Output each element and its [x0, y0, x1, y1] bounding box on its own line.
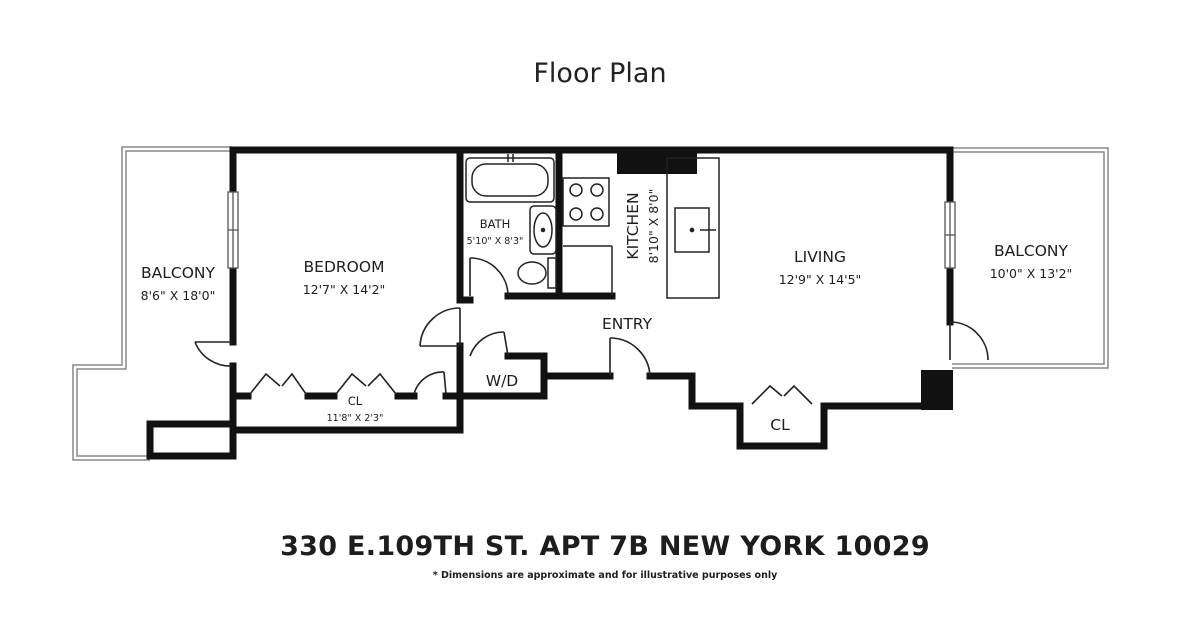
- page-title: Floor Plan: [533, 58, 667, 89]
- address: 330 E.109TH ST. APT 7B NEW YORK 10029: [280, 531, 930, 562]
- room-dimensions: 5'10" X 8'3": [467, 236, 524, 247]
- room-dimensions: 11'8" X 2'3": [327, 413, 384, 424]
- kitchen-fixtures: [562, 157, 720, 299]
- room-closet-bedroom: CL 11'8" X 2'3": [327, 394, 384, 424]
- chimney-block: [617, 150, 697, 174]
- room-name: CL: [348, 394, 363, 408]
- walls: [146, 146, 954, 460]
- room-balcony-left: BALCONY 8'6" X 18'0": [141, 264, 216, 303]
- room-wd: W/D: [486, 372, 519, 390]
- windows: [227, 191, 956, 269]
- room-name: BEDROOM: [304, 258, 385, 276]
- room-name: ENTRY: [602, 315, 653, 333]
- room-name: W/D: [486, 372, 519, 390]
- disclaimer: * Dimensions are approximate and for ill…: [432, 570, 778, 581]
- room-kitchen: KITCHEN 8'10" X 8'0": [624, 189, 661, 264]
- room-name: BATH: [480, 217, 511, 231]
- doors: [194, 257, 989, 405]
- balcony-left-outline: [72, 146, 232, 461]
- room-dimensions: 8'6" X 18'0": [141, 288, 216, 303]
- room-balcony-right: BALCONY 10'0" X 13'2": [990, 242, 1073, 281]
- room-dimensions: 10'0" X 13'2": [990, 266, 1073, 281]
- room-name: BALCONY: [141, 264, 215, 282]
- bath-fixtures: [465, 154, 557, 289]
- room-dimensions: 8'10" X 8'0": [646, 189, 661, 264]
- room-name: KITCHEN: [624, 192, 642, 259]
- room-dimensions: 12'7" X 14'2": [303, 282, 386, 297]
- room-name: LIVING: [794, 248, 846, 266]
- room-name: CL: [770, 416, 790, 434]
- room-name: BALCONY: [994, 242, 1068, 260]
- corner-column: [921, 370, 953, 410]
- balcony-right-outline: [952, 147, 1109, 369]
- room-bath: BATH 5'10" X 8'3": [467, 217, 524, 247]
- room-closet-living: CL: [770, 416, 790, 434]
- room-entry: ENTRY: [602, 315, 653, 333]
- room-living: LIVING 12'9" X 14'5": [779, 248, 862, 287]
- room-bedroom: BEDROOM 12'7" X 14'2": [303, 258, 386, 297]
- room-dimensions: 12'9" X 14'5": [779, 272, 862, 287]
